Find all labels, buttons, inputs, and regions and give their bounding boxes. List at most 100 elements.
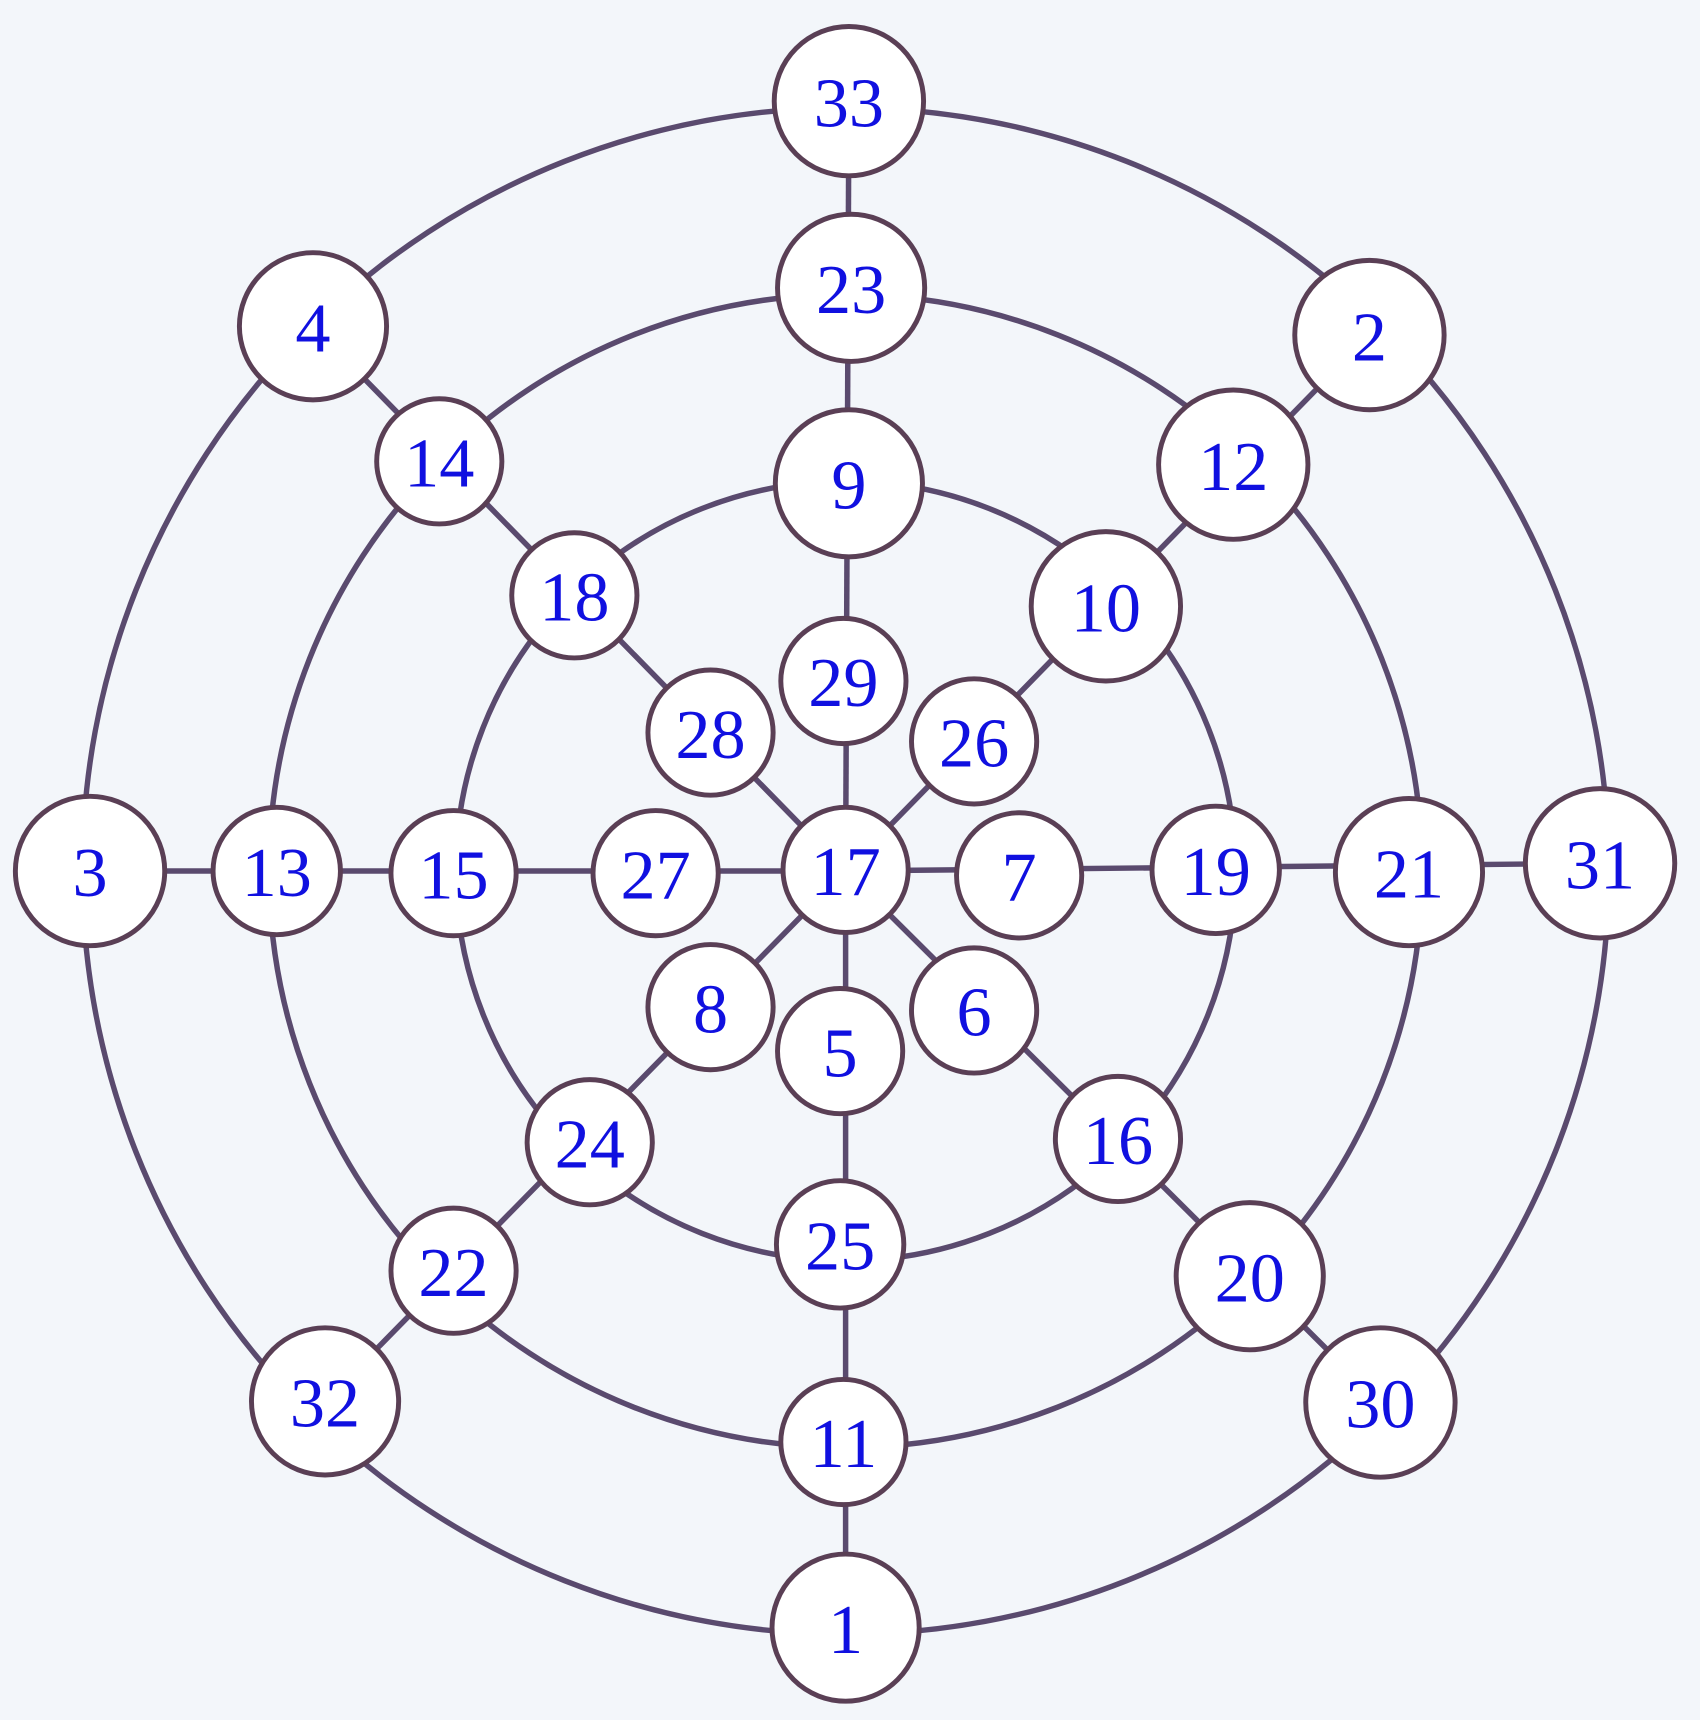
node-2: 2	[1292, 257, 1447, 413]
node-label: 9	[831, 447, 866, 525]
node-4: 4	[236, 250, 390, 403]
node-circle	[388, 1205, 519, 1336]
node-circle	[1522, 786, 1678, 941]
node-label: 27	[620, 836, 690, 914]
node-label: 28	[675, 696, 745, 774]
node-26: 26	[909, 676, 1040, 807]
node-6: 6	[909, 945, 1040, 1076]
node-24: 24	[524, 1077, 655, 1208]
node-label: 24	[555, 1105, 625, 1183]
node-circle	[1292, 257, 1447, 413]
node-13: 13	[210, 804, 343, 938]
node-label: 12	[1198, 428, 1268, 506]
node-5: 5	[775, 986, 906, 1117]
node-circle	[769, 1551, 922, 1704]
node-29: 29	[778, 615, 909, 747]
node-circle	[210, 804, 343, 938]
node-18: 18	[509, 530, 640, 661]
node-label: 19	[1181, 833, 1251, 911]
node-9: 9	[772, 407, 925, 560]
node-30: 30	[1303, 1325, 1458, 1480]
node-circle	[388, 808, 519, 939]
node-circle	[590, 808, 721, 939]
node-circle	[1028, 529, 1184, 684]
node-circle	[249, 1325, 402, 1478]
node-label: 32	[290, 1365, 360, 1443]
node-circle	[775, 211, 928, 364]
node-label: 29	[808, 644, 878, 722]
node-label: 33	[814, 64, 884, 142]
node-label: 1	[828, 1591, 863, 1669]
node-label: 8	[693, 970, 728, 1048]
node-12: 12	[1156, 387, 1311, 542]
node-circle	[909, 676, 1040, 807]
node-20: 20	[1173, 1200, 1326, 1353]
node-27: 27	[590, 808, 721, 939]
node-label: 16	[1083, 1102, 1153, 1180]
node-circle	[1156, 387, 1311, 542]
node-circle	[909, 945, 1040, 1076]
node-label: 25	[805, 1208, 875, 1286]
node-33: 33	[771, 24, 927, 179]
node-14: 14	[374, 396, 505, 527]
node-32: 32	[249, 1325, 402, 1478]
node-21: 21	[1332, 796, 1486, 949]
node-label: 3	[72, 834, 107, 912]
node-label: 2	[1352, 298, 1387, 376]
node-circle	[778, 1376, 909, 1508]
node-circle	[775, 986, 906, 1117]
node-circle	[236, 250, 390, 403]
node-7: 7	[954, 810, 1085, 941]
node-25: 25	[773, 1178, 907, 1311]
node-11: 11	[778, 1376, 909, 1508]
node-label: 7	[1002, 839, 1037, 917]
node-17: 17	[780, 804, 911, 935]
node-label: 21	[1374, 835, 1444, 913]
node-circle	[778, 615, 909, 747]
node-circle	[1303, 1325, 1458, 1480]
node-label: 4	[295, 289, 330, 367]
node-15: 15	[388, 808, 519, 939]
node-circle	[773, 1178, 907, 1311]
node-circle	[1149, 803, 1282, 937]
node-8: 8	[645, 942, 776, 1073]
node-31: 31	[1522, 786, 1678, 941]
node-label: 14	[404, 425, 474, 503]
node-3: 3	[12, 793, 168, 949]
node-circle	[12, 793, 168, 949]
node-circle	[645, 667, 776, 798]
node-label: 26	[939, 705, 1009, 783]
node-circle	[1173, 1200, 1326, 1353]
node-label: 23	[816, 251, 886, 329]
node-circle	[645, 942, 776, 1073]
node-label: 10	[1071, 570, 1141, 648]
node-label: 15	[418, 836, 488, 914]
node-label: 5	[823, 1014, 858, 1092]
node-label: 11	[810, 1405, 878, 1483]
node-circle	[771, 24, 927, 179]
node-28: 28	[645, 667, 776, 798]
node-label: 18	[539, 559, 609, 637]
node-circle	[374, 396, 505, 527]
node-label: 17	[810, 833, 880, 911]
node-label: 20	[1215, 1239, 1285, 1317]
node-label: 22	[418, 1234, 488, 1312]
node-19: 19	[1149, 803, 1282, 937]
node-circle	[772, 407, 925, 560]
node-circle	[1332, 796, 1486, 949]
node-circle	[509, 530, 640, 661]
node-10: 10	[1028, 529, 1184, 684]
node-circle	[1052, 1073, 1184, 1205]
node-circle	[780, 804, 911, 935]
node-1: 1	[769, 1551, 922, 1704]
node-label: 31	[1565, 826, 1635, 904]
node-label: 30	[1345, 1366, 1415, 1444]
node-label: 13	[242, 834, 312, 912]
node-23: 23	[775, 211, 928, 364]
node-22: 22	[388, 1205, 519, 1336]
node-circle	[524, 1077, 655, 1208]
node-circle	[954, 810, 1085, 941]
node-label: 6	[957, 974, 992, 1052]
